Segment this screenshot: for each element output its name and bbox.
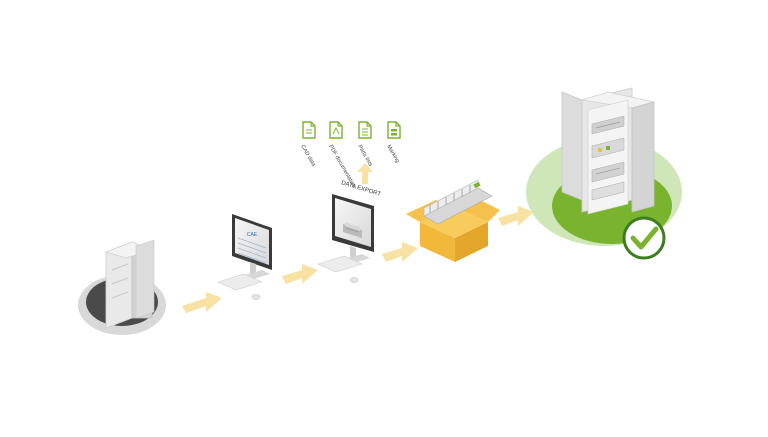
cabinet-door-right	[631, 101, 655, 213]
document-icon	[329, 121, 343, 139]
cae-screen-title: CAE	[247, 232, 258, 238]
empty-cabinet-stage	[78, 239, 166, 335]
keyboard	[317, 255, 363, 273]
cabinet-door-left	[561, 91, 583, 201]
data-export-label: DATA EXPORT	[340, 180, 381, 198]
empty-cabinet	[104, 239, 155, 329]
finished-cabinet	[561, 87, 655, 215]
keyboard	[217, 273, 263, 291]
mouse	[251, 294, 261, 300]
box-front-right	[455, 222, 488, 262]
flow-arrow-1	[182, 292, 222, 313]
export-labels: CAD data PDF documentation Parts lists M…	[299, 144, 400, 189]
export-files	[302, 121, 401, 139]
export-label-cad: CAD data	[299, 144, 317, 168]
export-label-marking: Marking	[385, 144, 400, 164]
delivery-box	[406, 179, 500, 262]
document-icon	[387, 121, 401, 139]
document-icon	[302, 121, 316, 139]
monitor-screen	[235, 218, 269, 265]
export-up-arrow	[357, 163, 373, 184]
cabinet-components	[591, 115, 625, 201]
flow-arrow-3	[382, 242, 418, 262]
screen-cabinet-thumbnail	[343, 222, 362, 238]
finished-cabinet-stage	[526, 87, 682, 260]
box-front-left	[420, 222, 455, 262]
flow-arrow-2	[282, 264, 318, 284]
din-rail-components	[423, 179, 493, 225]
checkmark-icon	[622, 216, 666, 260]
flow-arrow-4	[498, 206, 534, 226]
cae-workstation: CAE	[217, 214, 272, 300]
mouse	[349, 277, 359, 283]
data-export-workstation	[317, 194, 374, 283]
document-icon	[358, 121, 372, 139]
cae-screen-table	[237, 237, 267, 264]
